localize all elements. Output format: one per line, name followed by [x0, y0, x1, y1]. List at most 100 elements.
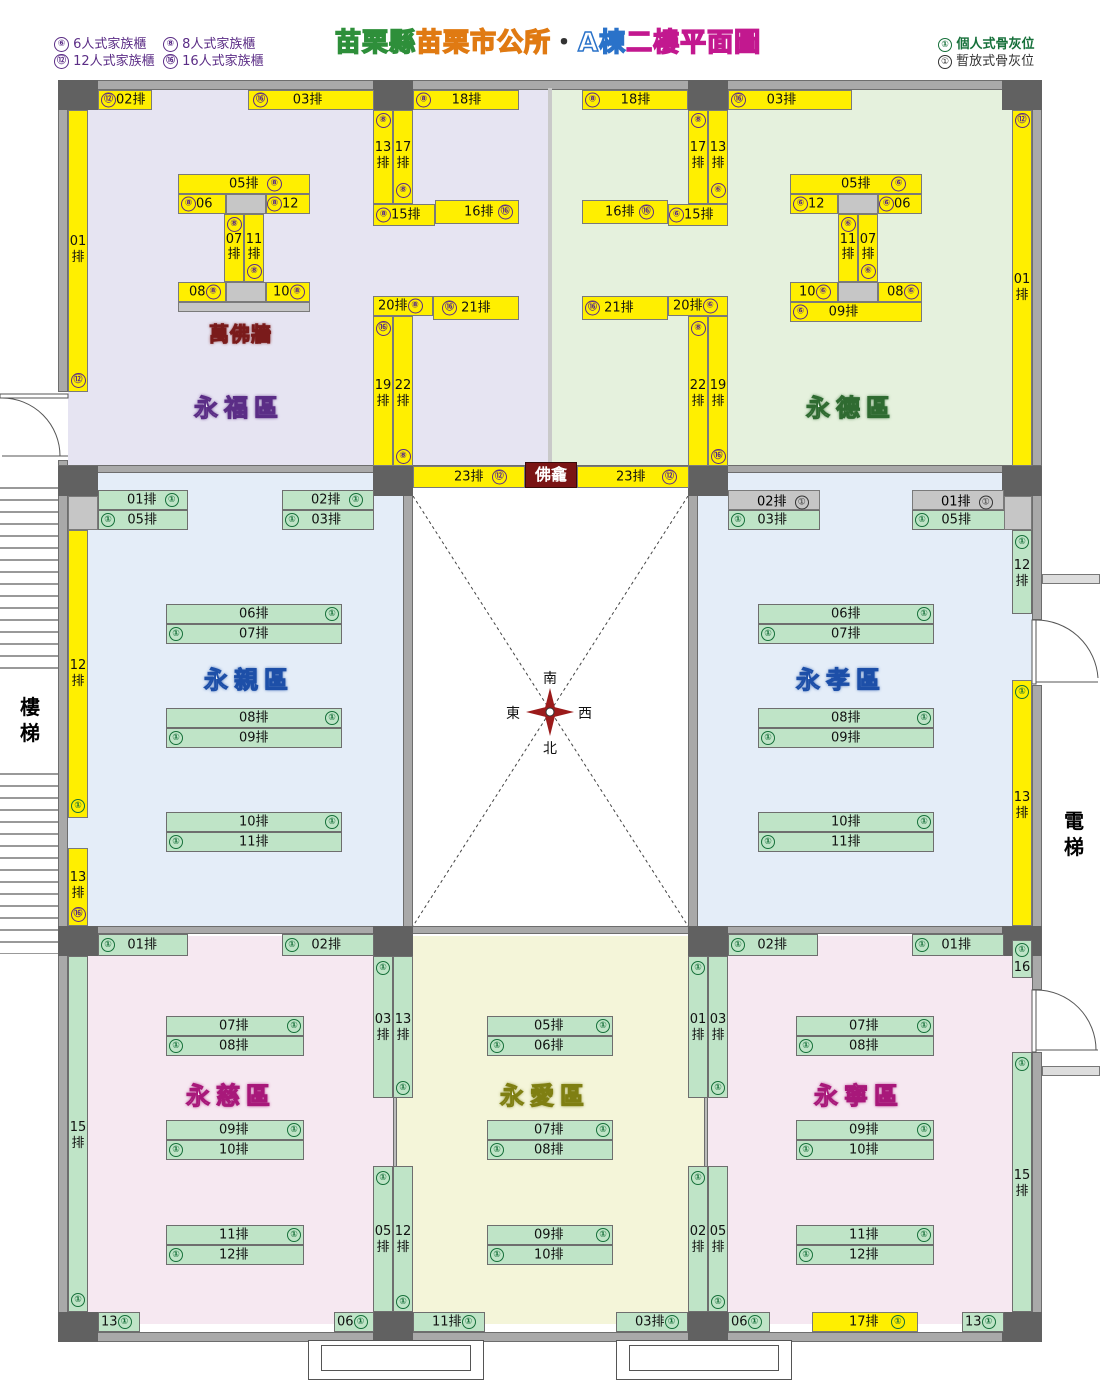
row-01-qin[interactable]: 01排 ①	[98, 490, 188, 510]
row-02-qin[interactable]: 02排 ①	[282, 490, 374, 510]
row-03-qin[interactable]: ① 03排	[282, 510, 374, 530]
row-01-ning[interactable]: ① 01排	[912, 934, 1004, 956]
row-16-21-fu[interactable]: ⑯ 21排	[433, 296, 519, 320]
row-8-18[interactable]: ⑧ 18排	[413, 90, 519, 110]
row-16-21-de[interactable]: ⑯ 21排	[582, 296, 668, 320]
row-02-ci[interactable]: ① 02排	[282, 934, 374, 956]
row-12-23-de[interactable]: 23排 ⑫	[577, 466, 689, 488]
row-6-05-de[interactable]: 05排 ⑥	[790, 174, 922, 194]
row-8-18-de[interactable]: ⑧ 18排	[582, 90, 688, 110]
row-1-17-ning[interactable]: 17排 ①	[812, 1312, 918, 1332]
row-01-ci[interactable]: ① 01排	[98, 934, 188, 956]
row-16-03-de[interactable]: ⑯ 03排	[728, 90, 852, 110]
row-12-23-fu[interactable]: 23排 ⑫	[413, 466, 525, 488]
row-02-xiao[interactable]: 02排 ①	[728, 490, 820, 510]
row-01-xiao[interactable]: 01排 ①	[912, 490, 1004, 510]
row-16-16-fu[interactable]: 16排 ⑯	[435, 200, 519, 224]
row-16-03[interactable]: ⑯ 03排	[248, 90, 374, 110]
row-03-xiao[interactable]: ① 03排	[728, 510, 820, 530]
row-05-xiao[interactable]: ① 05排	[912, 510, 1012, 530]
row-05-qin[interactable]: ① 05排	[98, 510, 188, 530]
row-6-09-de[interactable]: ⑥ 09排	[790, 302, 922, 322]
row-8-05-fu[interactable]: 05排 ⑧	[178, 174, 310, 194]
row-16-16-de[interactable]: 16排 ⑯	[582, 200, 668, 224]
